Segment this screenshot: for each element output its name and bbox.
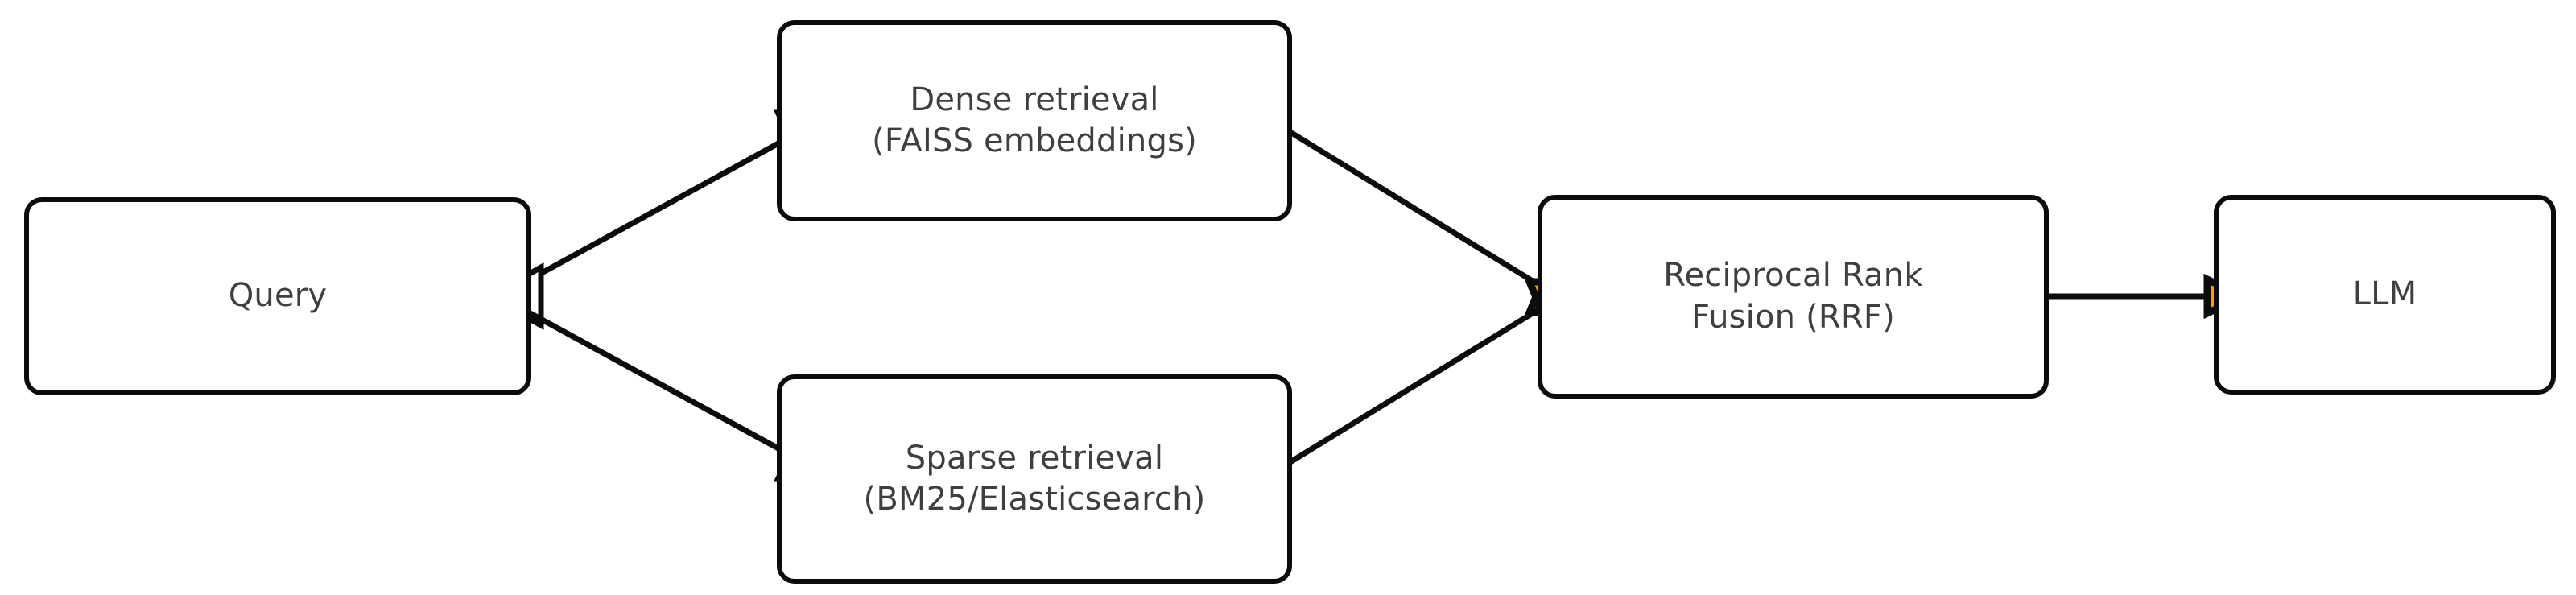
node-sparse-retrieval[interactable]: Sparse retrieval (BM25/Elasticsearch) — [777, 374, 1292, 584]
edge-line-dense-to-rrf — [1277, 122, 1551, 294]
node-llm[interactable]: LLM — [2214, 195, 2556, 395]
node-query-label: Query — [228, 277, 328, 315]
node-sparse-retrieval-label: Sparse retrieval (BM25/Elasticsearch) — [863, 439, 1206, 518]
node-reciprocal-rank-fusion[interactable]: Reciprocal Rank Fusion (RRF) — [1538, 195, 2049, 399]
edge-query-to-dense — [483, 109, 819, 330]
node-dense-retrieval-label: Dense retrieval (FAISS embeddings) — [872, 81, 1197, 159]
edge-line-query-to-dense — [497, 135, 789, 300]
node-reciprocal-rank-fusion-label: Reciprocal Rank Fusion (RRF) — [1663, 257, 1923, 336]
edge-dense-to-rrf — [1277, 122, 1566, 316]
edge-line-sparse-to-rrf — [1277, 300, 1551, 472]
edge-sparse-to-rrf — [1277, 278, 1566, 472]
node-query[interactable]: Query — [24, 197, 531, 395]
edge-rrf-to-llm — [2041, 273, 2252, 320]
edge-line-query-to-sparse — [497, 293, 789, 457]
edge-query-to-sparse — [497, 293, 819, 482]
node-dense-retrieval[interactable]: Dense retrieval (FAISS embeddings) — [777, 20, 1292, 221]
node-llm-label: LLM — [2352, 275, 2417, 313]
